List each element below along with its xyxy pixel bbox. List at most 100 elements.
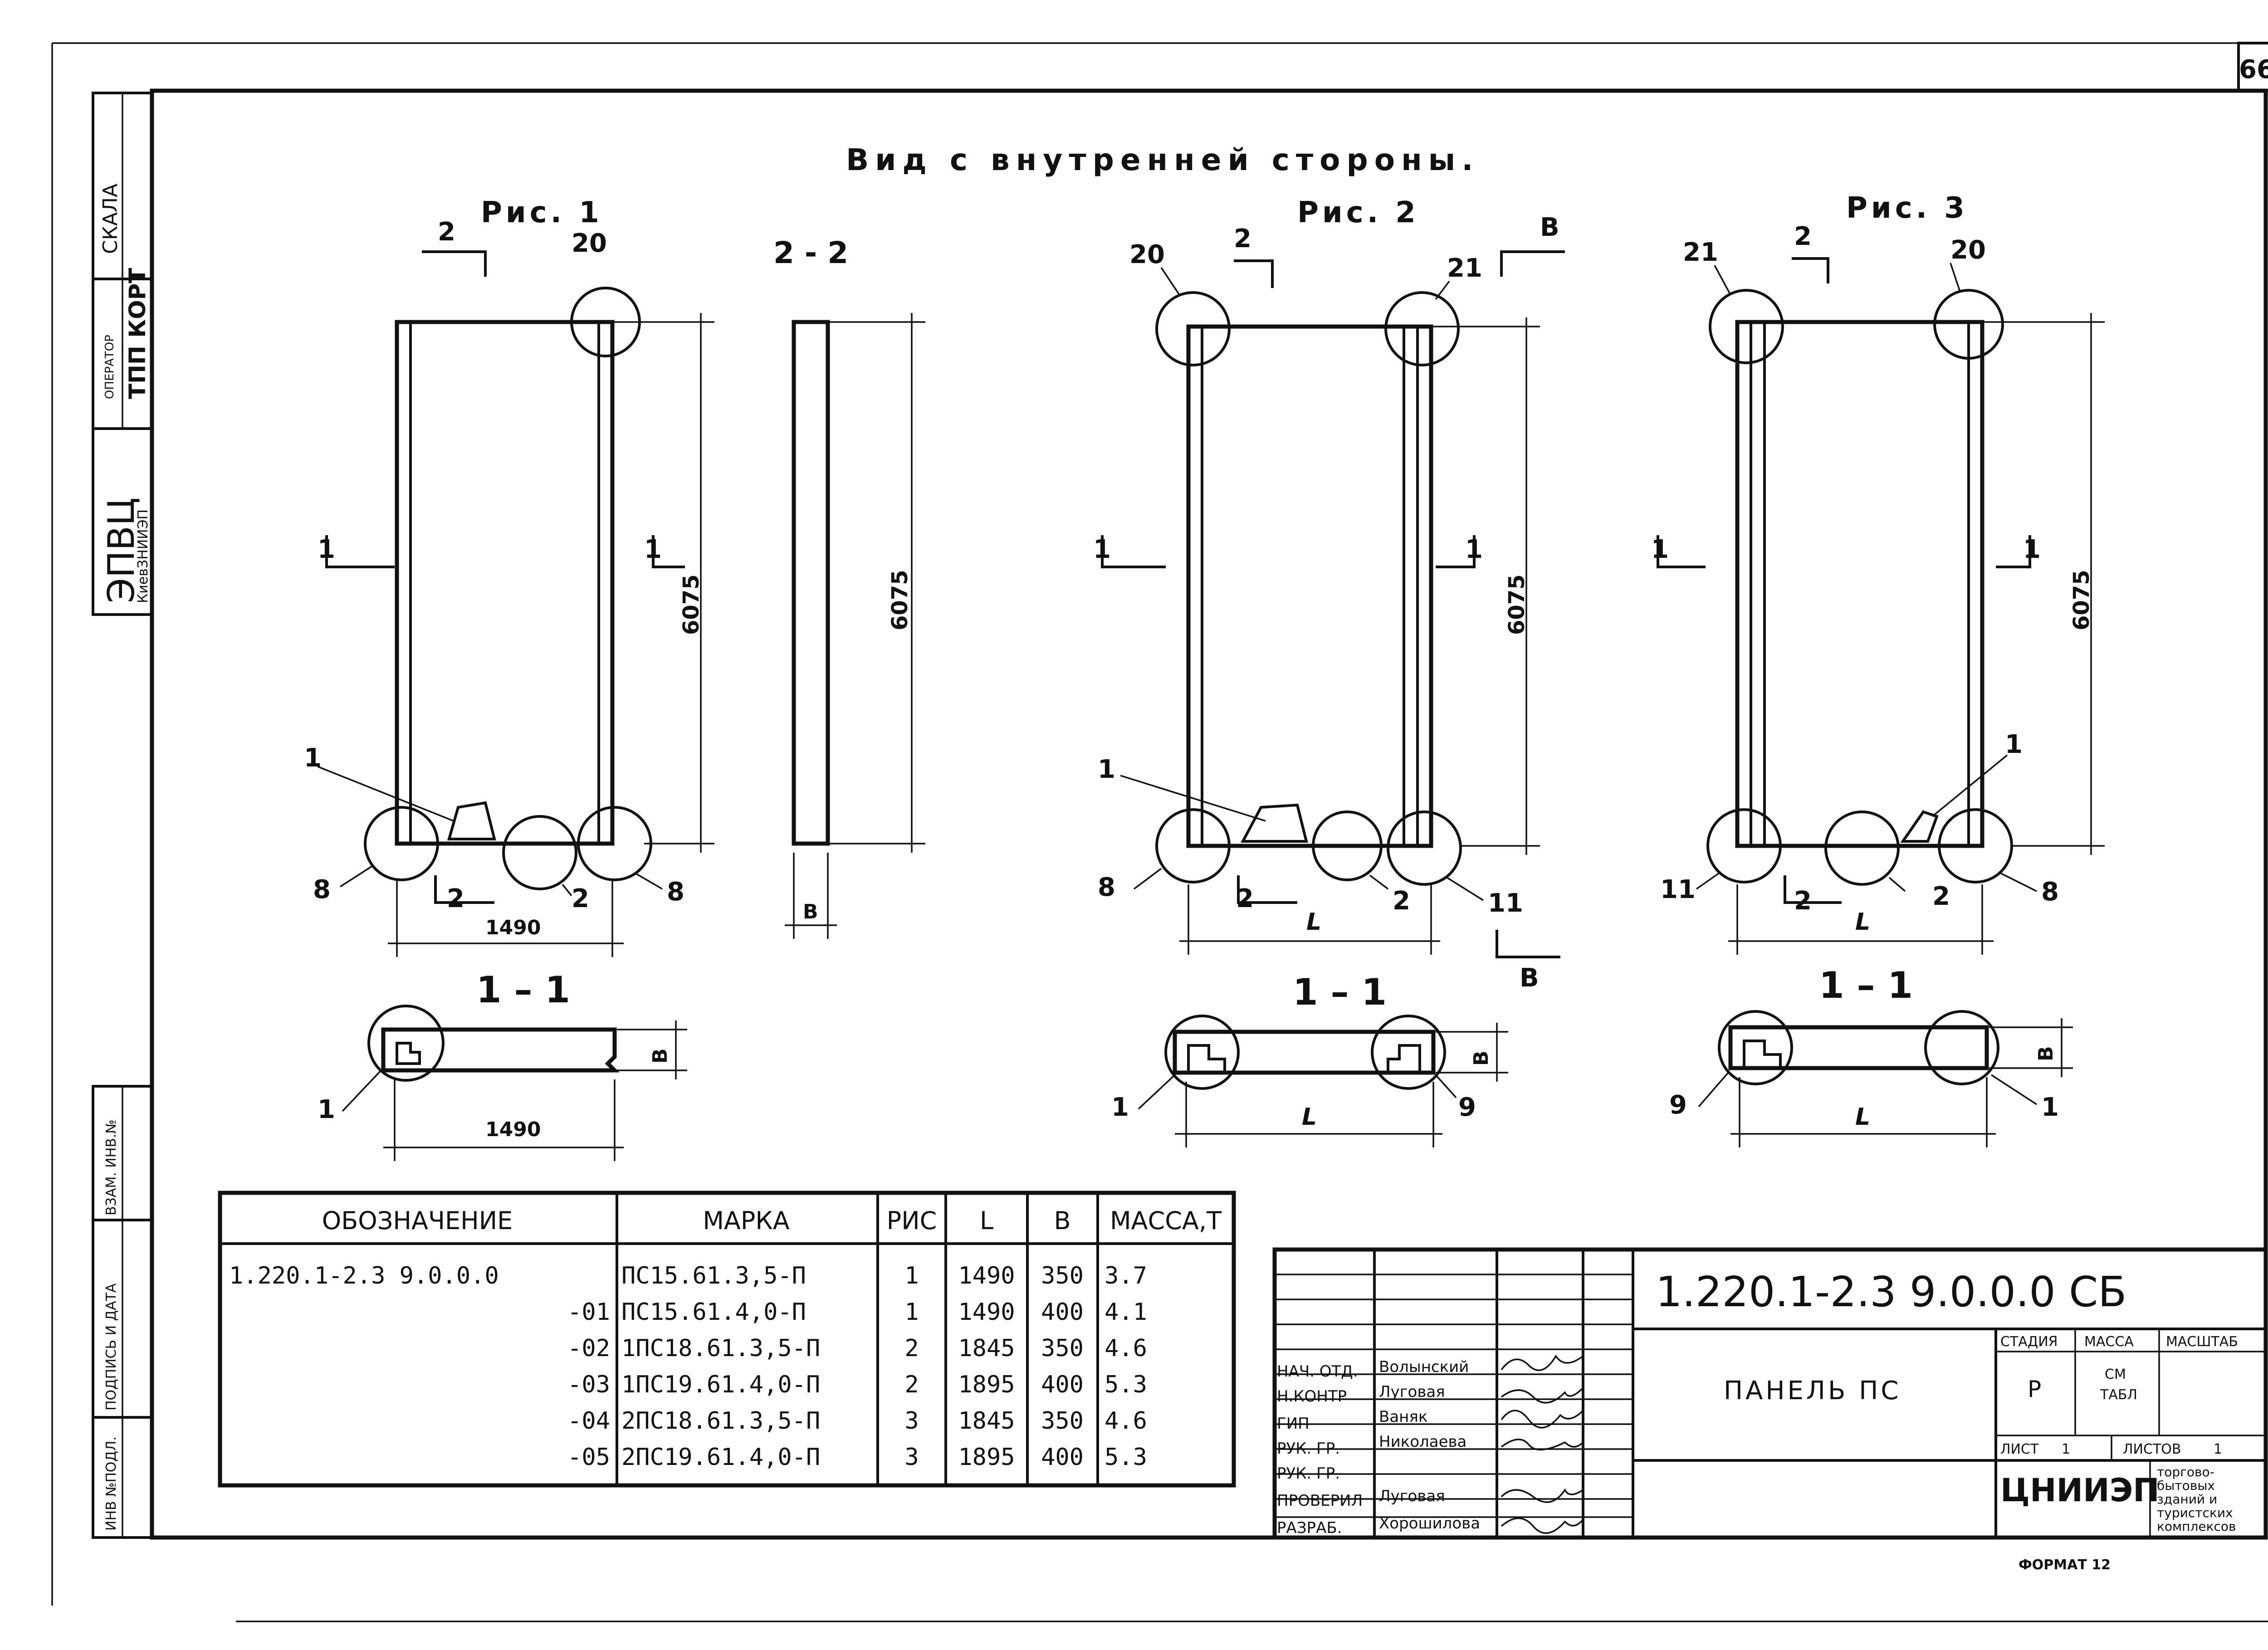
stage-label: СТАДИЯ bbox=[2000, 1334, 2058, 1350]
fig2-callout-11: 11 bbox=[1488, 888, 1523, 918]
fig1-callout-2-top: 2 bbox=[438, 217, 455, 247]
inv-orig-label: ИНВ №ПОДЛ. bbox=[103, 1436, 119, 1531]
name-1: Волынский bbox=[1379, 1358, 1469, 1376]
svg-text:-02: -02 bbox=[567, 1335, 610, 1362]
signatures bbox=[1501, 1354, 1584, 1534]
product-name: ПАНЕЛЬ ПС bbox=[1724, 1376, 1901, 1406]
th-B: В bbox=[1054, 1206, 1070, 1235]
fig2-callout-B-bottom: В bbox=[1520, 963, 1539, 993]
svg-text:3: 3 bbox=[904, 1444, 919, 1471]
th-fig: РИС bbox=[887, 1206, 937, 1235]
fig3-width-dim: L bbox=[1855, 908, 1870, 936]
mass-label: МАССА bbox=[2084, 1334, 2134, 1350]
svg-text:-03: -03 bbox=[567, 1371, 610, 1398]
sheet-value: 1 bbox=[2062, 1441, 2070, 1457]
section22-height-dim: 6075 bbox=[887, 570, 913, 630]
th-designation: ОБОЗНАЧЕНИЕ bbox=[322, 1206, 513, 1235]
fig1-callout-2-circle: 2 bbox=[572, 884, 589, 913]
fig2-section-callout-1: 1 bbox=[1111, 1093, 1129, 1122]
svg-text:350: 350 bbox=[1041, 1262, 1084, 1289]
section-2-2: 2 - 2 6075 В bbox=[773, 235, 925, 939]
fig2-width-dim: L bbox=[1306, 908, 1321, 936]
fig1-height-dim: 6075 bbox=[679, 574, 704, 635]
inv-replace-label: ВЗАМ. ИНВ.№ bbox=[103, 1119, 119, 1216]
stage-value: Р bbox=[2028, 1376, 2041, 1402]
fig3-callout-21: 21 bbox=[1683, 238, 1718, 267]
fig3-callout-8: 8 bbox=[2041, 877, 2059, 907]
side-stamp: СКАЛА ОПЕРАТОР ТПП КОРТ ЭПВЦ КиевЗНИИЭП … bbox=[92, 92, 153, 1539]
mass-value-1: СМ bbox=[2105, 1367, 2126, 1382]
fig2-callout-2-bottom: 2 bbox=[1236, 884, 1254, 913]
sheets-label: ЛИСТОВ bbox=[2123, 1441, 2181, 1457]
fig2-callout-21: 21 bbox=[1447, 254, 1482, 283]
fig3-callout-2-bottom: 2 bbox=[1794, 886, 1812, 916]
fig3-callout-1-left: 1 bbox=[1651, 535, 1669, 564]
fig1-title: Рис. 1 bbox=[481, 196, 603, 229]
fig1-callout-8-left: 8 bbox=[313, 875, 331, 904]
svg-text:1845: 1845 bbox=[958, 1407, 1015, 1435]
fig3-callout-2-circle: 2 bbox=[1932, 882, 1950, 911]
table-row: -02 1ПС18.61.3,5-П 2 1845 350 4.6 bbox=[567, 1335, 1147, 1362]
sheets-value: 1 bbox=[2214, 1441, 2222, 1457]
table-row: 1.220.1-2.3 9.0.0.0 ПС15.61.3,5-П 1 1490… bbox=[229, 1262, 1147, 1289]
svg-text:3.7: 3.7 bbox=[1105, 1262, 1147, 1289]
role-5: РУК. ГР. bbox=[1277, 1464, 1340, 1483]
format-label: ФОРМАТ 12 bbox=[2019, 1557, 2111, 1573]
fig2-callout-1-leader: 1 bbox=[1098, 755, 1115, 784]
fig2-callout-20: 20 bbox=[1129, 240, 1165, 269]
operator-label: ОПЕРАТОР bbox=[103, 335, 117, 399]
svg-text:1ПС19.61.4,0-П: 1ПС19.61.4,0-П bbox=[621, 1371, 820, 1398]
org-desc-1: торгово- bbox=[2157, 1464, 2214, 1479]
fig3-height-dim: 6075 bbox=[2069, 570, 2094, 630]
svg-text:2: 2 bbox=[904, 1335, 919, 1362]
role-2: Н.КОНТР bbox=[1277, 1387, 1347, 1406]
svg-text:1895: 1895 bbox=[958, 1444, 1015, 1471]
fig3-title: Рис. 3 bbox=[1846, 191, 1968, 225]
svg-text:ПС15.61.3,5-П: ПС15.61.3,5-П bbox=[621, 1262, 806, 1289]
role-3: ГИП bbox=[1277, 1415, 1310, 1433]
fig1-width-dim: 1490 bbox=[485, 916, 541, 939]
svg-text:1: 1 bbox=[904, 1299, 919, 1326]
fig2-callout-8: 8 bbox=[1098, 873, 1115, 902]
name-4: Николаева bbox=[1379, 1433, 1466, 1451]
fig2-callout-2-circle: 2 bbox=[1393, 886, 1410, 916]
svg-text:-01: -01 bbox=[567, 1299, 610, 1326]
sheet-frame: 66 bbox=[51, 42, 2268, 1622]
svg-text:4.1: 4.1 bbox=[1105, 1299, 1147, 1326]
fig3-section-thickness: В bbox=[2034, 1046, 2058, 1061]
svg-text:1490: 1490 bbox=[958, 1262, 1015, 1289]
fig3-callout-20: 20 bbox=[1950, 235, 1986, 265]
svg-text:2ПС19.61.4,0-П: 2ПС19.61.4,0-П bbox=[621, 1444, 820, 1471]
fig3-callout-2-top: 2 bbox=[1794, 222, 1812, 251]
svg-text:1490: 1490 bbox=[958, 1299, 1015, 1326]
svg-text:1ПС18.61.3,5-П: 1ПС18.61.3,5-П bbox=[621, 1335, 820, 1362]
title-block: НАЧ. ОТД. Волынский Н.КОНТР Луговая ГИП … bbox=[1272, 1247, 2268, 1540]
role-6: ПРОВЕРИЛ bbox=[1277, 1492, 1363, 1510]
mass-value-2: ТАБЛ bbox=[2100, 1387, 2137, 1403]
svg-text:5.3: 5.3 bbox=[1105, 1371, 1147, 1398]
fig2-section-title: 1 – 1 bbox=[1293, 971, 1387, 1013]
svg-text:2: 2 bbox=[904, 1371, 919, 1398]
fig1-callout-8-right: 8 bbox=[667, 877, 684, 907]
fig2-callout-1-left: 1 bbox=[1093, 535, 1111, 564]
org-desc-3: зданий и bbox=[2157, 1492, 2217, 1507]
svg-text:1845: 1845 bbox=[958, 1335, 1015, 1362]
fig1-section-thickness: В bbox=[649, 1048, 672, 1064]
fig2-title: Рис. 2 bbox=[1297, 196, 1419, 229]
org-desc-2: бытовых bbox=[2157, 1478, 2215, 1493]
fig2-height-dim: 6075 bbox=[1504, 574, 1530, 635]
svg-text:1.220.1-2.3 9.0.0.0: 1.220.1-2.3 9.0.0.0 bbox=[229, 1262, 499, 1289]
svg-text:400: 400 bbox=[1041, 1371, 1084, 1398]
svg-text:-05: -05 bbox=[567, 1444, 610, 1471]
fig1-section-width: 1490 bbox=[485, 1118, 541, 1141]
role-4: РУК. ГР. bbox=[1277, 1440, 1340, 1458]
fig1-callout-1-right: 1 bbox=[644, 535, 662, 564]
fig3-callout-11: 11 bbox=[1660, 875, 1696, 904]
fig1-callout-20: 20 bbox=[572, 229, 607, 258]
fig2-section-callout-9: 9 bbox=[1458, 1093, 1476, 1122]
svg-text:350: 350 bbox=[1041, 1335, 1084, 1362]
name-7: Хорошилова bbox=[1379, 1514, 1480, 1533]
name-2: Луговая bbox=[1379, 1383, 1445, 1401]
operator-value: ТПП КОРТ bbox=[124, 268, 151, 399]
table-row: -05 2ПС19.61.4,0-П 3 1895 400 5.3 bbox=[567, 1444, 1147, 1471]
